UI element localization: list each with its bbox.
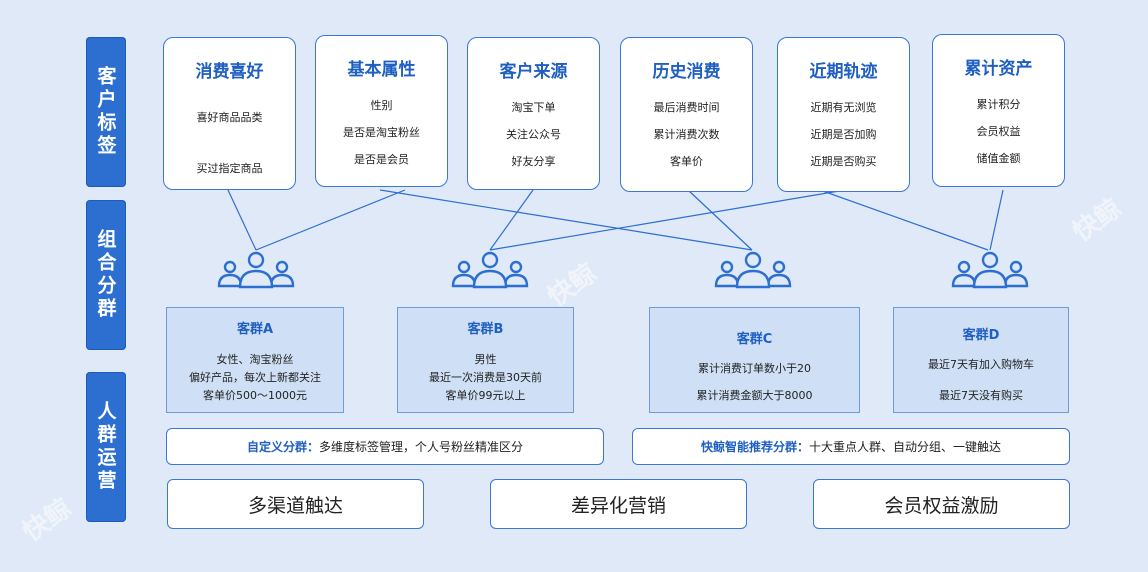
section-label: 客户标签 <box>94 66 117 158</box>
group-box-a: 客群A 女性、淘宝粉丝 偏好产品，每次上新都关注 客单价500～1000元 <box>166 307 344 413</box>
section-label: 组合分群 <box>94 229 117 321</box>
tag-card-title: 历史消费 <box>652 62 721 82</box>
tag-card-consumption-preference: 消费喜好 喜好商品品类 买过指定商品 <box>163 37 296 190</box>
tag-card-recent-track: 近期轨迹 近期有无浏览 近期是否加购 近期是否购买 <box>777 37 910 192</box>
action-label: 差异化营销 <box>570 494 666 517</box>
tag-card-accumulated-assets: 累计资产 累计积分 会员权益 储值金额 <box>932 34 1065 187</box>
tag-card-item: 好友分享 <box>511 155 556 168</box>
action-label: 会员权益激励 <box>884 494 999 517</box>
action-multichannel-reach: 多渠道触达 <box>167 479 424 529</box>
tag-card-title: 近期轨迹 <box>809 62 878 82</box>
tag-card-item: 客单价 <box>670 155 703 168</box>
group-line: 累计消费订单数小于20 <box>698 362 811 375</box>
tag-card-item: 近期有无浏览 <box>810 101 877 114</box>
tag-card-item: 淘宝下单 <box>511 101 556 114</box>
tag-card-item: 最后消费时间 <box>653 101 720 114</box>
strategy-highlight: 快鲸智能推荐分群： <box>700 440 809 454</box>
tag-card-item: 喜好商品品类 <box>196 111 263 124</box>
tag-card-title: 客户来源 <box>499 62 568 82</box>
group-line: 最近一次消费是30天前 <box>429 371 542 384</box>
section-customer-tags: 客户标签 <box>86 37 126 187</box>
tag-card-title: 基本属性 <box>347 60 416 80</box>
action-label: 多渠道触达 <box>247 494 343 517</box>
strategy-smart-recommendation: 快鲸智能推荐分群： 十大重点人群、自动分组、一键触达 <box>632 428 1070 465</box>
connector-line <box>819 189 989 251</box>
group-box-d: 客群D 最近7天有加入购物车 最近7天没有购买 <box>893 307 1069 413</box>
tag-card-item: 是否是会员 <box>354 153 409 166</box>
tag-card-item: 储值金额 <box>976 152 1021 165</box>
people-group-icon <box>951 251 1029 289</box>
tag-card-history-consumption: 历史消费 最后消费时间 累计消费次数 客单价 <box>620 37 753 192</box>
tag-card-item: 关注公众号 <box>506 128 561 141</box>
tag-card-title: 消费喜好 <box>195 62 264 82</box>
tag-card-item: 近期是否购买 <box>810 155 877 168</box>
connector-line <box>227 189 257 251</box>
action-member-benefit-incentive: 会员权益激励 <box>813 479 1070 529</box>
tag-card-item: 性别 <box>370 99 393 112</box>
group-line: 客单价99元以上 <box>445 389 526 402</box>
section-label: 人群运营 <box>94 401 117 493</box>
group-line: 最近7天没有购买 <box>939 389 1023 402</box>
group-line: 客单价500～1000元 <box>203 389 307 402</box>
group-box-b: 客群B 男性 最近一次消费是30天前 客单价99元以上 <box>397 307 574 413</box>
group-line: 女性、淘宝粉丝 <box>216 353 294 366</box>
connector-line <box>489 189 534 251</box>
tag-card-item: 近期是否加购 <box>810 128 877 141</box>
connector-line <box>989 189 1004 251</box>
group-line: 最近7天有加入购物车 <box>928 358 1034 371</box>
group-line: 累计消费金额大于8000 <box>696 389 813 402</box>
tag-card-basic-attributes: 基本属性 性别 是否是淘宝粉丝 是否是会员 <box>315 35 448 187</box>
section-group-segmentation: 组合分群 <box>86 200 126 350</box>
group-line: 男性 <box>474 353 497 366</box>
tag-card-item: 买过指定商品 <box>196 162 263 175</box>
action-differentiated-marketing: 差异化营销 <box>490 479 747 529</box>
connector-line <box>379 189 753 251</box>
group-title: 客群B <box>467 322 504 337</box>
tag-card-item: 会员权益 <box>976 125 1021 138</box>
strategy-text: 十大重点人群、自动分组、一键触达 <box>809 440 1002 454</box>
strategy-custom-segmentation: 自定义分群： 多维度标签管理，个人号粉丝精准区分 <box>166 428 604 465</box>
group-title: 客群A <box>236 322 274 337</box>
connector-line <box>687 189 753 251</box>
people-group-icon <box>217 251 295 289</box>
people-group-icon <box>714 251 792 289</box>
group-title: 客群D <box>962 328 1000 343</box>
people-group-icon <box>451 251 529 289</box>
tag-card-item: 是否是淘宝粉丝 <box>343 126 420 139</box>
tag-card-title: 累计资产 <box>964 59 1033 79</box>
section-crowd-operation: 人群运营 <box>86 372 126 522</box>
connector-line <box>255 189 406 251</box>
group-box-c: 客群C 累计消费订单数小于20 累计消费金额大于8000 <box>649 307 860 413</box>
strategy-text: 多维度标签管理，个人号粉丝精准区分 <box>319 440 524 454</box>
tag-card-item: 累计消费次数 <box>653 128 720 141</box>
group-line: 偏好产品，每次上新都关注 <box>189 371 321 384</box>
group-title: 客群C <box>736 332 773 347</box>
connector-line <box>489 189 846 251</box>
tag-card-item: 累计积分 <box>976 98 1021 111</box>
tag-card-customer-source: 客户来源 淘宝下单 关注公众号 好友分享 <box>467 37 600 190</box>
strategy-highlight: 自定义分群： <box>246 440 319 454</box>
